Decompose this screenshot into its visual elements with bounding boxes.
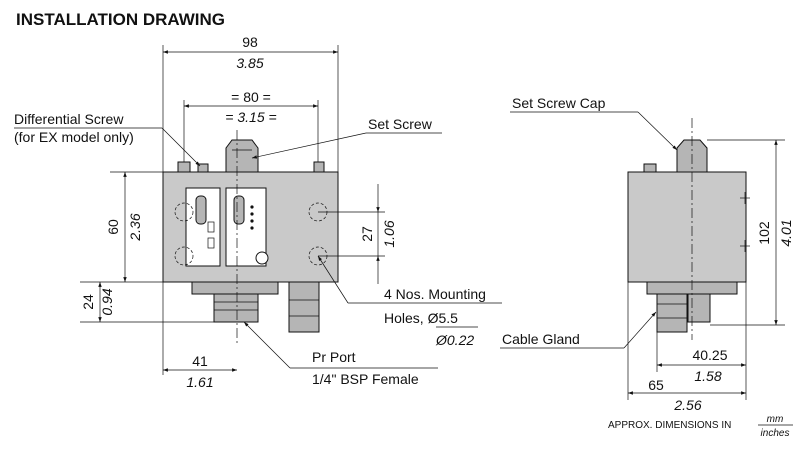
page-title: INSTALLATION DRAWING — [16, 10, 225, 29]
dim-height-mm: 60 — [105, 219, 121, 235]
label-mounting-inch: Ø0.22 — [435, 332, 474, 348]
dim-side-height-in: 4.01 — [778, 219, 794, 246]
set-screw — [225, 139, 259, 173]
units-note-prefix: APPROX. DIMENSIONS IN — [608, 420, 731, 431]
adjusting-spindle — [195, 195, 207, 225]
leader-mounting-holes — [317, 255, 349, 304]
dim-gland-mm: 40.25 — [692, 347, 727, 363]
terminal-dot — [250, 219, 254, 223]
dim-width-in: 3.85 — [236, 55, 263, 71]
dim-side-height-mm: 102 — [756, 221, 772, 245]
units-note: APPROX. DIMENSIONS IN mm inches — [608, 414, 793, 439]
label-cable-gland: Cable Gland — [502, 331, 580, 347]
dim-gland-in: 1.58 — [694, 368, 721, 384]
terminal-dot — [250, 205, 254, 209]
terminal — [207, 221, 215, 233]
label-set-screw: Set Screw — [368, 116, 433, 132]
dim-holes-mm: 27 — [359, 226, 375, 242]
leader-set-screw — [251, 132, 367, 159]
side-port — [687, 293, 711, 323]
dim-depth-in: 2.56 — [673, 397, 701, 413]
label-pr-port-thread: 1/4" BSP Female — [312, 371, 419, 387]
units-note-inches: inches — [761, 428, 790, 439]
leader-cable-gland — [623, 311, 657, 349]
label-mounting-holes: Holes, Ø5.5 — [384, 310, 458, 326]
label-mounting: 4 Nos. Mounting — [384, 286, 486, 302]
dim-base-in: 0.94 — [99, 288, 115, 315]
dim-depth-mm: 65 — [648, 377, 664, 393]
screw-head — [643, 163, 657, 173]
side-cable-gland — [656, 293, 688, 333]
dim-mount-in: = 3.15 = — [225, 109, 276, 125]
screw-head — [313, 161, 325, 173]
label-set-screw-cap: Set Screw Cap — [512, 95, 606, 111]
dim-width-mm: 98 — [242, 34, 258, 50]
adjusting-spindle — [233, 195, 245, 225]
dim-base-mm: 24 — [80, 294, 96, 310]
base-flange — [191, 281, 279, 295]
mounting-hole — [174, 202, 194, 222]
leader-pr-port — [243, 321, 291, 369]
pressure-port — [213, 293, 259, 323]
terminal-dot — [250, 226, 254, 230]
dim-mount-mm: = 80 = — [231, 89, 271, 105]
label-differential-screw-note: (for EX model only) — [14, 129, 134, 145]
side-view: Set Screw Cap Cable Gland 102 4.01 40.25… — [500, 95, 794, 413]
front-view: 98 3.85 = 80 = = 3.15 = — [14, 34, 502, 390]
units-note-mm: mm — [767, 414, 784, 425]
dim-port-mm: 41 — [192, 353, 208, 369]
side-body — [627, 171, 747, 283]
label-differential-screw: Differential Screw — [14, 111, 124, 127]
leader-differential-screw — [161, 127, 201, 167]
screw-head — [177, 161, 191, 173]
earth-terminal — [255, 251, 269, 265]
label-pr-port: Pr Port — [312, 349, 356, 365]
mounting-hole — [174, 246, 194, 266]
dim-holes-in: 1.06 — [381, 220, 397, 247]
cable-gland — [288, 281, 320, 333]
dim-port-in: 1.61 — [186, 374, 213, 390]
dim-height-in: 2.36 — [127, 213, 143, 241]
terminal-dot — [250, 212, 254, 216]
terminal — [207, 237, 215, 249]
leader-set-screw-cap — [637, 111, 678, 151]
